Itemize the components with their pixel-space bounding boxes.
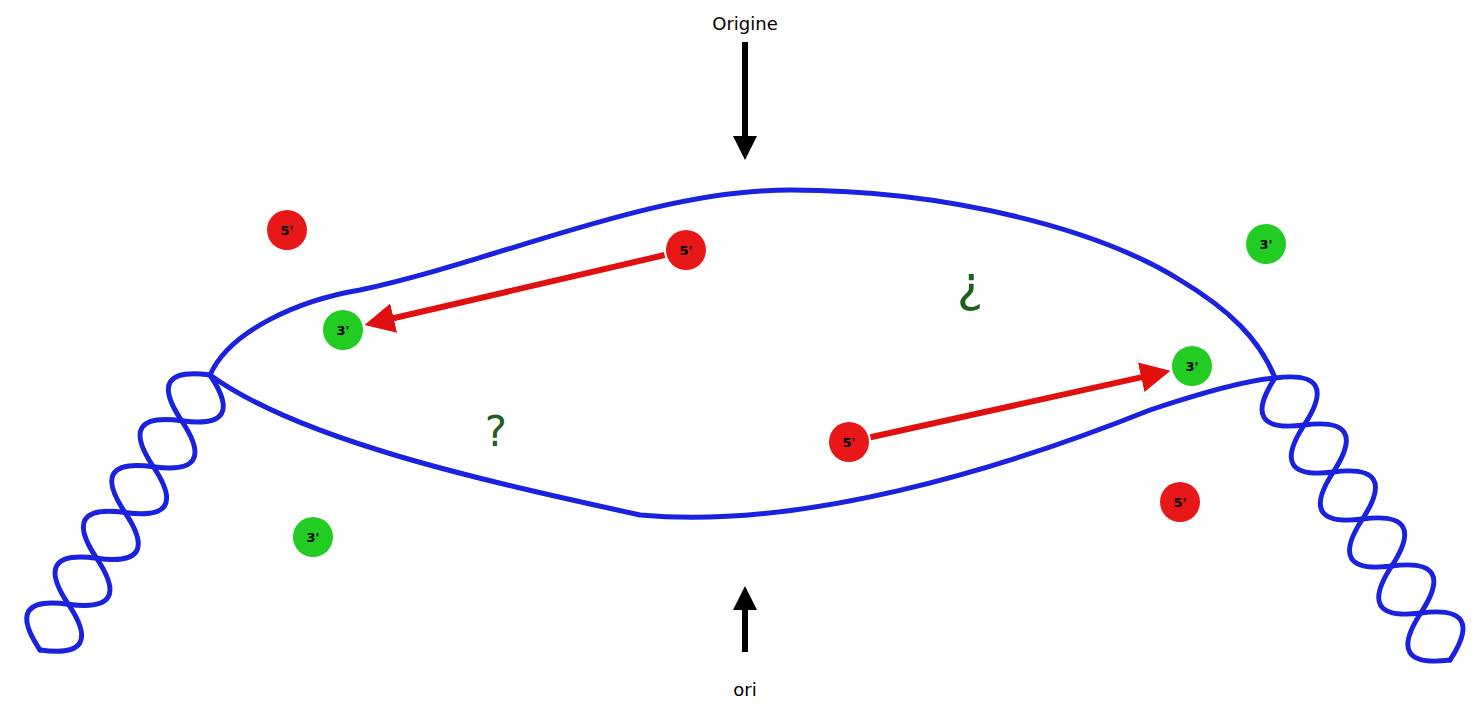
three-prime-end: 3' xyxy=(1246,224,1286,264)
five-prime-end: 5' xyxy=(267,210,307,250)
lower-strand xyxy=(210,375,1275,517)
end-label: 3' xyxy=(1185,360,1198,373)
question-mark: ¿ xyxy=(957,259,984,309)
question-mark: ? xyxy=(485,411,507,453)
synthesis-arrow xyxy=(870,373,1158,437)
end-label: 3' xyxy=(336,324,349,337)
three-prime-end: 3' xyxy=(293,517,333,557)
end-label: 5' xyxy=(842,436,855,449)
ori-label: ori xyxy=(733,681,756,699)
right-helix-strand xyxy=(1262,378,1463,660)
end-label: 5' xyxy=(679,244,692,257)
end-label: 5' xyxy=(1173,496,1186,509)
upper-strand xyxy=(210,190,1275,378)
five-prime-end: 5' xyxy=(829,422,869,462)
left-helix-strand xyxy=(40,374,210,652)
three-prime-end: 3' xyxy=(1172,346,1212,386)
pointer-arrow xyxy=(742,42,748,148)
end-label: 3' xyxy=(306,531,319,544)
five-prime-end: 5' xyxy=(1160,482,1200,522)
pointer-arrow xyxy=(742,598,748,652)
synthesis-arrow xyxy=(376,255,664,322)
five-prime-end: 5' xyxy=(666,230,706,270)
end-label: 3' xyxy=(1259,238,1272,251)
end-label: 5' xyxy=(280,224,293,237)
three-prime-end: 3' xyxy=(323,310,363,350)
origin-label: Origine xyxy=(712,15,777,33)
